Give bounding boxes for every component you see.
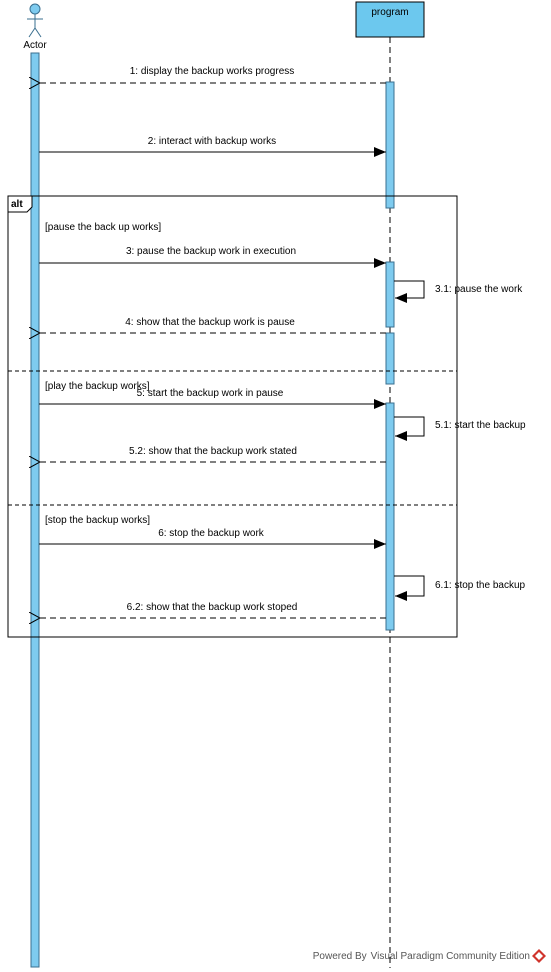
program-name: program (371, 7, 408, 18)
message-3-1-label: 3.1: pause the work (435, 284, 523, 295)
message-3-1[interactable]: 3.1: pause the work (394, 280, 523, 303)
program-activation-bar-2[interactable] (385, 261, 395, 328)
program-activation-bar-3[interactable] (385, 332, 395, 385)
message-1[interactable]: 1: display the backup works progress (40, 66, 386, 83)
message-6-2-label: 6.2: show that the backup work stoped (127, 602, 298, 613)
message-1-label: 1: display the backup works progress (130, 66, 295, 77)
program-participant[interactable]: program (355, 1, 425, 38)
guard-pause: [pause the back up works] (45, 222, 161, 233)
alt-operator-tab (7, 195, 33, 213)
actor-stick-figure-icon (27, 3, 43, 38)
message-5-1-label: 5.1: start the backup (435, 420, 526, 431)
message-6-2[interactable]: 6.2: show that the backup work stoped (40, 602, 386, 618)
guard-play: [play the backup works] (45, 381, 150, 392)
alt-operator-label: alt (11, 199, 23, 210)
message-5-1[interactable]: 5.1: start the backup (394, 416, 526, 441)
message-3[interactable]: 3: pause the backup work in execution (39, 246, 386, 268)
actor-participant[interactable]: Actor (23, 3, 47, 51)
message-2-label: 2: interact with backup works (148, 136, 276, 147)
message-3-label: 3: pause the backup work in execution (126, 246, 296, 257)
message-6-1-label: 6.1: stop the backup (435, 580, 526, 591)
message-5[interactable]: 5: start the backup work in pause (39, 388, 386, 409)
message-4[interactable]: 4: show that the backup work is pause (40, 317, 386, 333)
actor-name: Actor (23, 40, 47, 51)
watermark-text: Powered By Visual Paradigm Community Edi… (313, 951, 530, 962)
message-4-label: 4: show that the backup work is pause (125, 317, 295, 328)
message-3-1-arrow (394, 280, 425, 303)
message-6-1-arrow (394, 575, 425, 601)
program-header-box (355, 1, 425, 38)
message-6-1[interactable]: 6.1: stop the backup (394, 575, 526, 601)
program-activation-bar-4[interactable] (385, 402, 395, 631)
visual-paradigm-logo-icon (532, 949, 546, 963)
alt-fragment-frame (7, 195, 458, 638)
guard-stop: [stop the backup works] (45, 515, 150, 526)
message-6[interactable]: 6: stop the backup work (39, 528, 386, 549)
message-5-2-label: 5.2: show that the backup work stated (129, 446, 297, 457)
message-5-1-arrow (394, 416, 425, 441)
message-5-2[interactable]: 5.2: show that the backup work stated (40, 446, 386, 462)
message-2[interactable]: 2: interact with backup works (39, 136, 386, 157)
message-6-label: 6: stop the backup work (158, 528, 265, 539)
alt-fragment[interactable]: alt [pause the back up works] [play the … (7, 195, 458, 638)
watermark: Powered By Visual Paradigm Community Edi… (313, 949, 546, 963)
actor-activation-bar[interactable] (30, 52, 40, 968)
message-5-label: 5: start the backup work in pause (137, 388, 284, 399)
program-activation-bar-1[interactable] (385, 81, 395, 209)
